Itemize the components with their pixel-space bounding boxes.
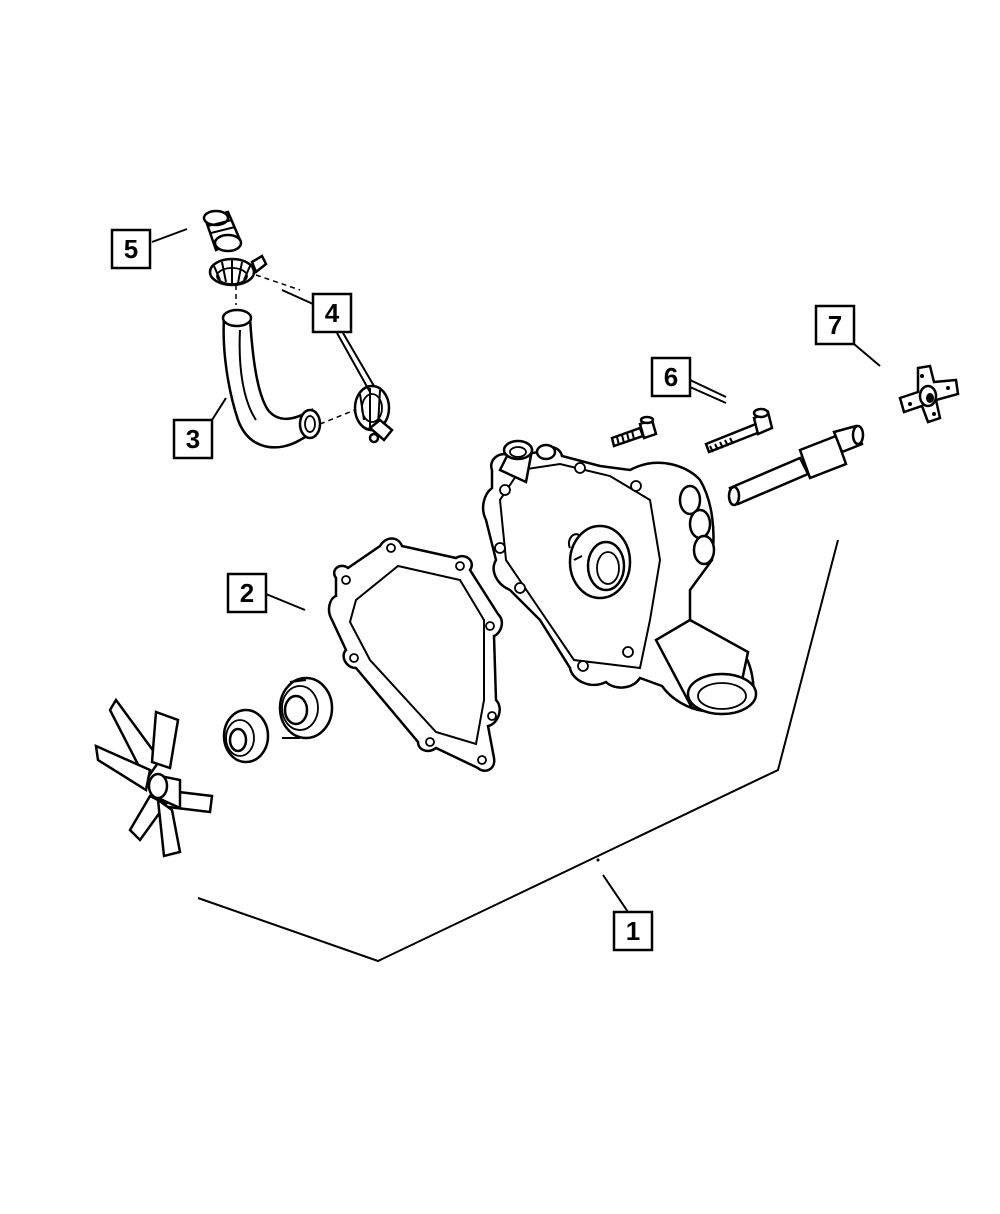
part-2-gasket (327, 537, 504, 772)
leader-1 (602, 874, 629, 913)
callout-3: 3 (172, 418, 214, 460)
leader-5 (151, 228, 188, 243)
leader-3 (211, 397, 227, 421)
part-6-bolts (610, 407, 774, 454)
leader-4-lower (336, 332, 375, 393)
callout-4: 4 (311, 292, 353, 334)
pump-housing (481, 439, 758, 716)
pump-seal-large (278, 676, 334, 740)
callout-5: 5 (110, 228, 152, 270)
callout-1-label: 1 (626, 916, 640, 946)
part-3-bypass-hose (221, 308, 322, 449)
leader-6 (689, 379, 727, 404)
part-5-fitting (202, 209, 243, 253)
leader-7 (853, 343, 881, 367)
pump-seal-small (222, 708, 270, 764)
part-4-upper-clamp (208, 254, 268, 287)
pump-impeller (94, 697, 214, 858)
callout-1: 1 (612, 910, 654, 952)
callout-7-label: 7 (828, 310, 842, 340)
callout-5-label: 5 (124, 234, 138, 264)
part-1-bracket (197, 539, 839, 963)
callout-6-label: 6 (664, 362, 678, 392)
callout-7: 7 (814, 304, 856, 346)
part-4-lower-clamp (353, 384, 394, 444)
leader-4-upper (281, 289, 314, 305)
callout-4-label: 4 (325, 298, 340, 328)
pump-shaft (727, 424, 865, 507)
callout-2: 2 (226, 572, 268, 614)
part-7-hub (898, 364, 960, 424)
callout-6: 6 (650, 356, 692, 398)
callout-3-label: 3 (186, 424, 200, 454)
leader-2 (265, 593, 306, 611)
callout-2-label: 2 (240, 578, 254, 608)
